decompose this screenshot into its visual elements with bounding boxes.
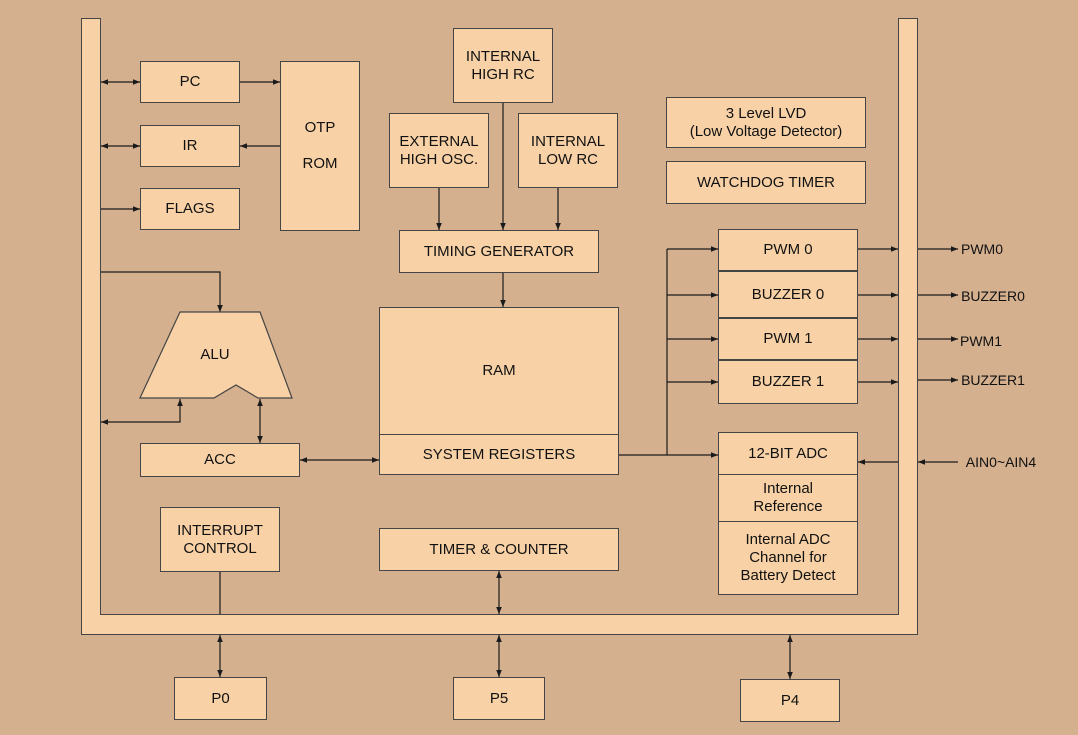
timer-counter-block: TIMER & COUNTER xyxy=(379,528,619,571)
alu-label: ALU xyxy=(200,346,230,363)
ram-label: RAM xyxy=(482,362,516,379)
system-registers-block: SYSTEM REGISTERS xyxy=(379,434,619,475)
system-registers-label: SYSTEM REGISTERS xyxy=(422,445,576,463)
timing-generator-block: TIMING GENERATOR xyxy=(399,230,599,273)
buzzer0-signal-label: BUZZER0 xyxy=(961,288,1025,304)
external-high-osc-label: EXTERNAL HIGH OSC. xyxy=(399,132,479,168)
bus-alu-link xyxy=(101,271,223,312)
acc-label: ACC xyxy=(204,451,236,468)
flags-label: FLAGS xyxy=(165,200,215,217)
flags-block: FLAGS xyxy=(140,188,240,230)
internal-high-rc-label: INTERNAL HIGH RC xyxy=(465,47,541,83)
lvd-block: 3 Level LVD (Low Voltage Detector) xyxy=(666,97,866,148)
external-high-osc-block: EXTERNAL HIGH OSC. xyxy=(389,113,489,188)
interrupt-control-label: INTERRUPT CONTROL xyxy=(177,521,263,557)
adc-12bit-block: 12-BIT ADC xyxy=(718,432,858,475)
timer-counter-label: TIMER & COUNTER xyxy=(429,540,569,558)
ram-block: RAM xyxy=(379,307,619,435)
pwm0-signal-label: PWM0 xyxy=(961,241,1003,257)
bus-fill xyxy=(82,615,917,634)
ain-signal-label: AIN0~AIN4 xyxy=(965,454,1037,470)
pc-block: PC xyxy=(140,61,240,103)
port-p4-block: P4 xyxy=(740,679,840,722)
internal-low-rc-block: INTERNAL LOW RC xyxy=(518,113,618,188)
alu-bus-link xyxy=(101,399,183,425)
bus-fill-left xyxy=(82,19,100,619)
internal-adc-channel-label: Internal ADC Channel for Battery Detect xyxy=(740,531,836,584)
otp-rom-label-line1: OTP xyxy=(304,119,336,136)
ir-block: IR xyxy=(140,125,240,167)
watchdog-timer-block: WATCHDOG TIMER xyxy=(666,161,866,204)
buzzer1-label: BUZZER 1 xyxy=(751,373,825,390)
pwm1-label: PWM 1 xyxy=(763,330,813,347)
port-p4-label: P4 xyxy=(780,691,800,709)
pwm1-signal-label: PWM1 xyxy=(960,333,1002,349)
internal-high-rc-block: INTERNAL HIGH RC xyxy=(453,28,553,103)
alu-shape xyxy=(139,311,293,399)
buzzer1-block: BUZZER 1 xyxy=(718,360,858,404)
watchdog-timer-label: WATCHDOG TIMER xyxy=(696,173,836,191)
ir-label: IR xyxy=(182,137,198,154)
lvd-label: 3 Level LVD (Low Voltage Detector) xyxy=(689,104,843,140)
buzzer1-signal-label: BUZZER1 xyxy=(961,372,1025,388)
internal-reference-label: Internal Reference xyxy=(753,480,823,515)
internal-adc-channel-block: Internal ADC Channel for Battery Detect xyxy=(718,521,858,595)
internal-low-rc-label: INTERNAL LOW RC xyxy=(530,132,606,168)
timing-generator-label: TIMING GENERATOR xyxy=(423,242,575,260)
port-p5-label: P5 xyxy=(489,689,509,707)
pwm0-label: PWM 0 xyxy=(763,241,813,258)
otp-rom-block: OTP ROM xyxy=(280,61,360,231)
pwm1-block: PWM 1 xyxy=(718,318,858,360)
pwm0-block: PWM 0 xyxy=(718,229,858,271)
port-p0-block: P0 xyxy=(174,677,267,720)
buzzer0-block: BUZZER 0 xyxy=(718,271,858,318)
buzzer0-label: BUZZER 0 xyxy=(751,285,825,303)
acc-block: ACC xyxy=(140,443,300,477)
interrupt-control-block: INTERRUPT CONTROL xyxy=(160,507,280,572)
pc-label: PC xyxy=(179,73,201,90)
bus-fill-right xyxy=(899,19,917,619)
port-p5-block: P5 xyxy=(453,677,545,720)
adc-12bit-label: 12-BIT ADC xyxy=(748,444,828,462)
otp-rom-label-line2: ROM xyxy=(302,155,338,172)
port-p0-label: P0 xyxy=(211,689,230,707)
